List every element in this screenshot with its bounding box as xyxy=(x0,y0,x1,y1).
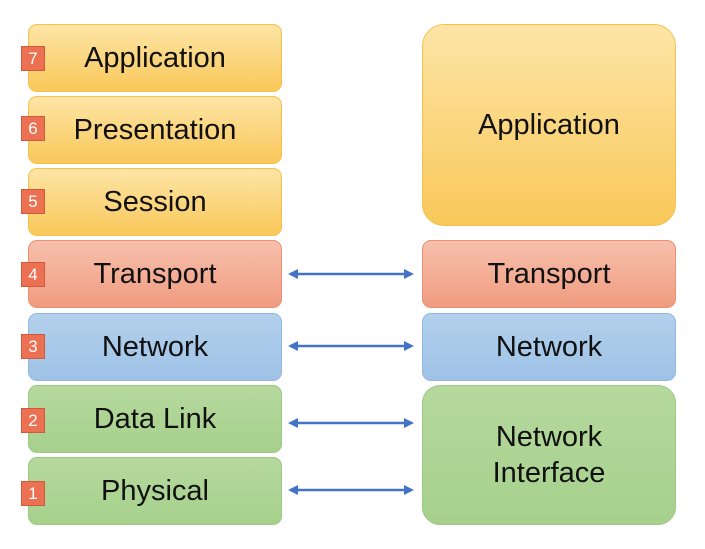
osi-layer-label: Presentation xyxy=(73,113,237,146)
osi-layer-session: Session xyxy=(28,168,282,236)
tcpip-layer-network-interface: Network Interface xyxy=(422,385,676,525)
tcpip-layer-label: Network Interface xyxy=(492,420,606,489)
layer-number-badge: 4 xyxy=(21,262,45,287)
layer-number-badge: 5 xyxy=(21,189,45,214)
layer-number-badge: 2 xyxy=(21,408,45,433)
osi-layer-label: Session xyxy=(103,185,207,218)
tcpip-layer-label: Network xyxy=(495,330,603,363)
double-arrow-icon xyxy=(288,485,414,495)
layer-number-badge: 3 xyxy=(21,334,45,359)
osi-layer-label: Transport xyxy=(93,257,217,290)
osi-layer-label: Network xyxy=(101,330,209,363)
tcpip-layer-network: Network xyxy=(422,313,676,381)
osi-layer-application: Application xyxy=(28,24,282,92)
double-arrow-icon xyxy=(288,341,414,351)
tcpip-layer-label: Transport xyxy=(487,257,611,290)
layer-number-badge: 7 xyxy=(21,46,45,71)
osi-layer-label: Data Link xyxy=(93,402,217,435)
tcpip-layer-label: Application xyxy=(478,108,620,141)
osi-layer-physical: Physical xyxy=(28,457,282,525)
osi-layer-data-link: Data Link xyxy=(28,385,282,453)
osi-layer-network: Network xyxy=(28,313,282,381)
osi-layer-transport: Transport xyxy=(28,240,282,308)
layer-number-badge: 1 xyxy=(21,481,45,506)
layer-number-badge: 6 xyxy=(21,116,45,141)
double-arrow-icon xyxy=(288,269,414,279)
double-arrow-icon xyxy=(288,418,414,428)
tcpip-layer-transport: Transport xyxy=(422,240,676,308)
tcpip-layer-application: Application xyxy=(422,24,676,226)
osi-layer-label: Application xyxy=(84,41,226,74)
osi-layer-presentation: Presentation xyxy=(28,96,282,164)
osi-layer-label: Physical xyxy=(101,474,209,507)
